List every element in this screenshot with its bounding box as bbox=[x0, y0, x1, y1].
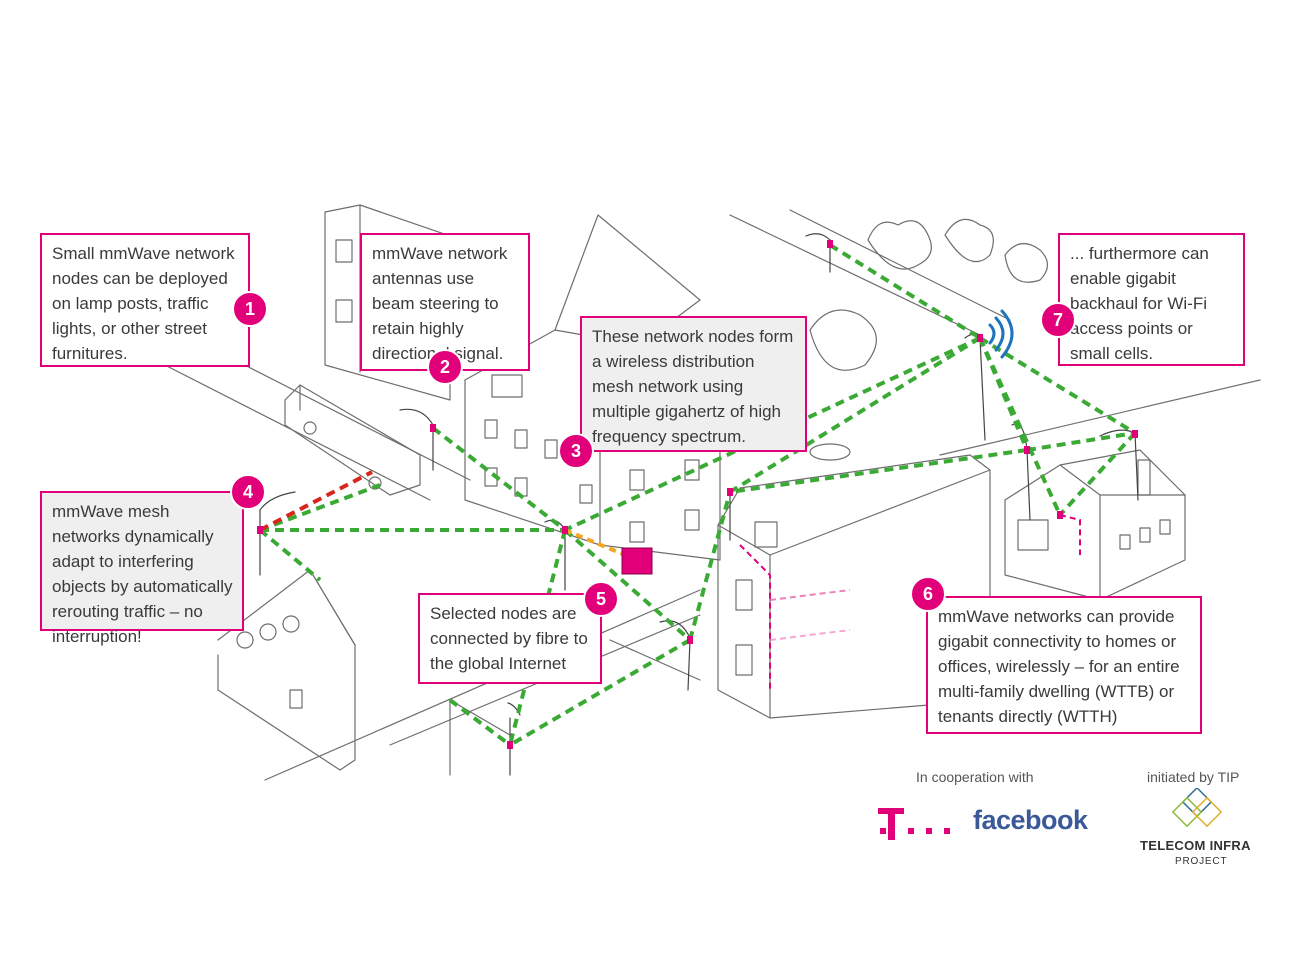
callout-3-text: These network nodes form a wireless dist… bbox=[592, 327, 794, 446]
facebook-logo: facebook bbox=[973, 805, 1088, 835]
callout-7-text: ... furthermore can enable gigabit backh… bbox=[1070, 244, 1209, 363]
callout-4-text: mmWave mesh networks dynamically adapt t… bbox=[52, 502, 233, 646]
callout-6-text: mmWave networks can provide gigabit conn… bbox=[938, 607, 1180, 726]
network-nodes bbox=[257, 240, 1138, 749]
street-outlines bbox=[154, 209, 1261, 781]
tip-logo-line1: TELECOM INFRA bbox=[1140, 838, 1251, 853]
fibre-cabinet bbox=[621, 547, 653, 575]
callout-4-badge: 4 bbox=[230, 474, 266, 510]
callout-1-text: Small mmWave network nodes can be deploy… bbox=[52, 244, 235, 363]
fibre-link bbox=[564, 528, 626, 557]
house bbox=[1004, 449, 1186, 601]
lower-building bbox=[449, 699, 511, 776]
callout-5-badge: 5 bbox=[583, 581, 619, 617]
lamp-posts bbox=[259, 233, 1139, 776]
callout-2: mmWave network antennas use beam steerin… bbox=[360, 233, 530, 371]
callout-1: Small mmWave network nodes can be deploy… bbox=[40, 233, 250, 367]
callout-5-text: Selected nodes are connected by fibre to… bbox=[430, 604, 588, 673]
initiated-label: initiated by TIP bbox=[1147, 769, 1240, 785]
callout-7: ... furthermore can enable gigabit backh… bbox=[1058, 233, 1245, 366]
tip-logo-line2: PROJECT bbox=[1175, 856, 1228, 867]
blocked-link bbox=[259, 470, 373, 532]
callout-6-badge: 6 bbox=[910, 576, 946, 612]
cooperation-label: In cooperation with bbox=[916, 769, 1034, 785]
callout-3: These network nodes form a wireless dist… bbox=[580, 316, 807, 452]
callout-6: mmWave networks can provide gigabit conn… bbox=[926, 596, 1202, 734]
callout-2-text: mmWave network antennas use beam steerin… bbox=[372, 244, 508, 363]
bus bbox=[284, 384, 421, 496]
trees bbox=[809, 218, 1049, 461]
callout-2-badge: 2 bbox=[427, 349, 463, 385]
wifi-icon bbox=[988, 309, 1014, 359]
callout-3-badge: 3 bbox=[558, 433, 594, 469]
callout-7-badge: 7 bbox=[1040, 302, 1076, 338]
callout-4: mmWave mesh networks dynamically adapt t… bbox=[40, 491, 244, 646]
telekom-logo bbox=[878, 808, 950, 840]
tip-logo bbox=[1171, 788, 1223, 828]
callout-1-badge: 1 bbox=[232, 291, 268, 327]
building-links bbox=[739, 514, 1081, 690]
callout-5: Selected nodes are connected by fibre to… bbox=[418, 593, 602, 684]
corner-building bbox=[717, 454, 991, 719]
